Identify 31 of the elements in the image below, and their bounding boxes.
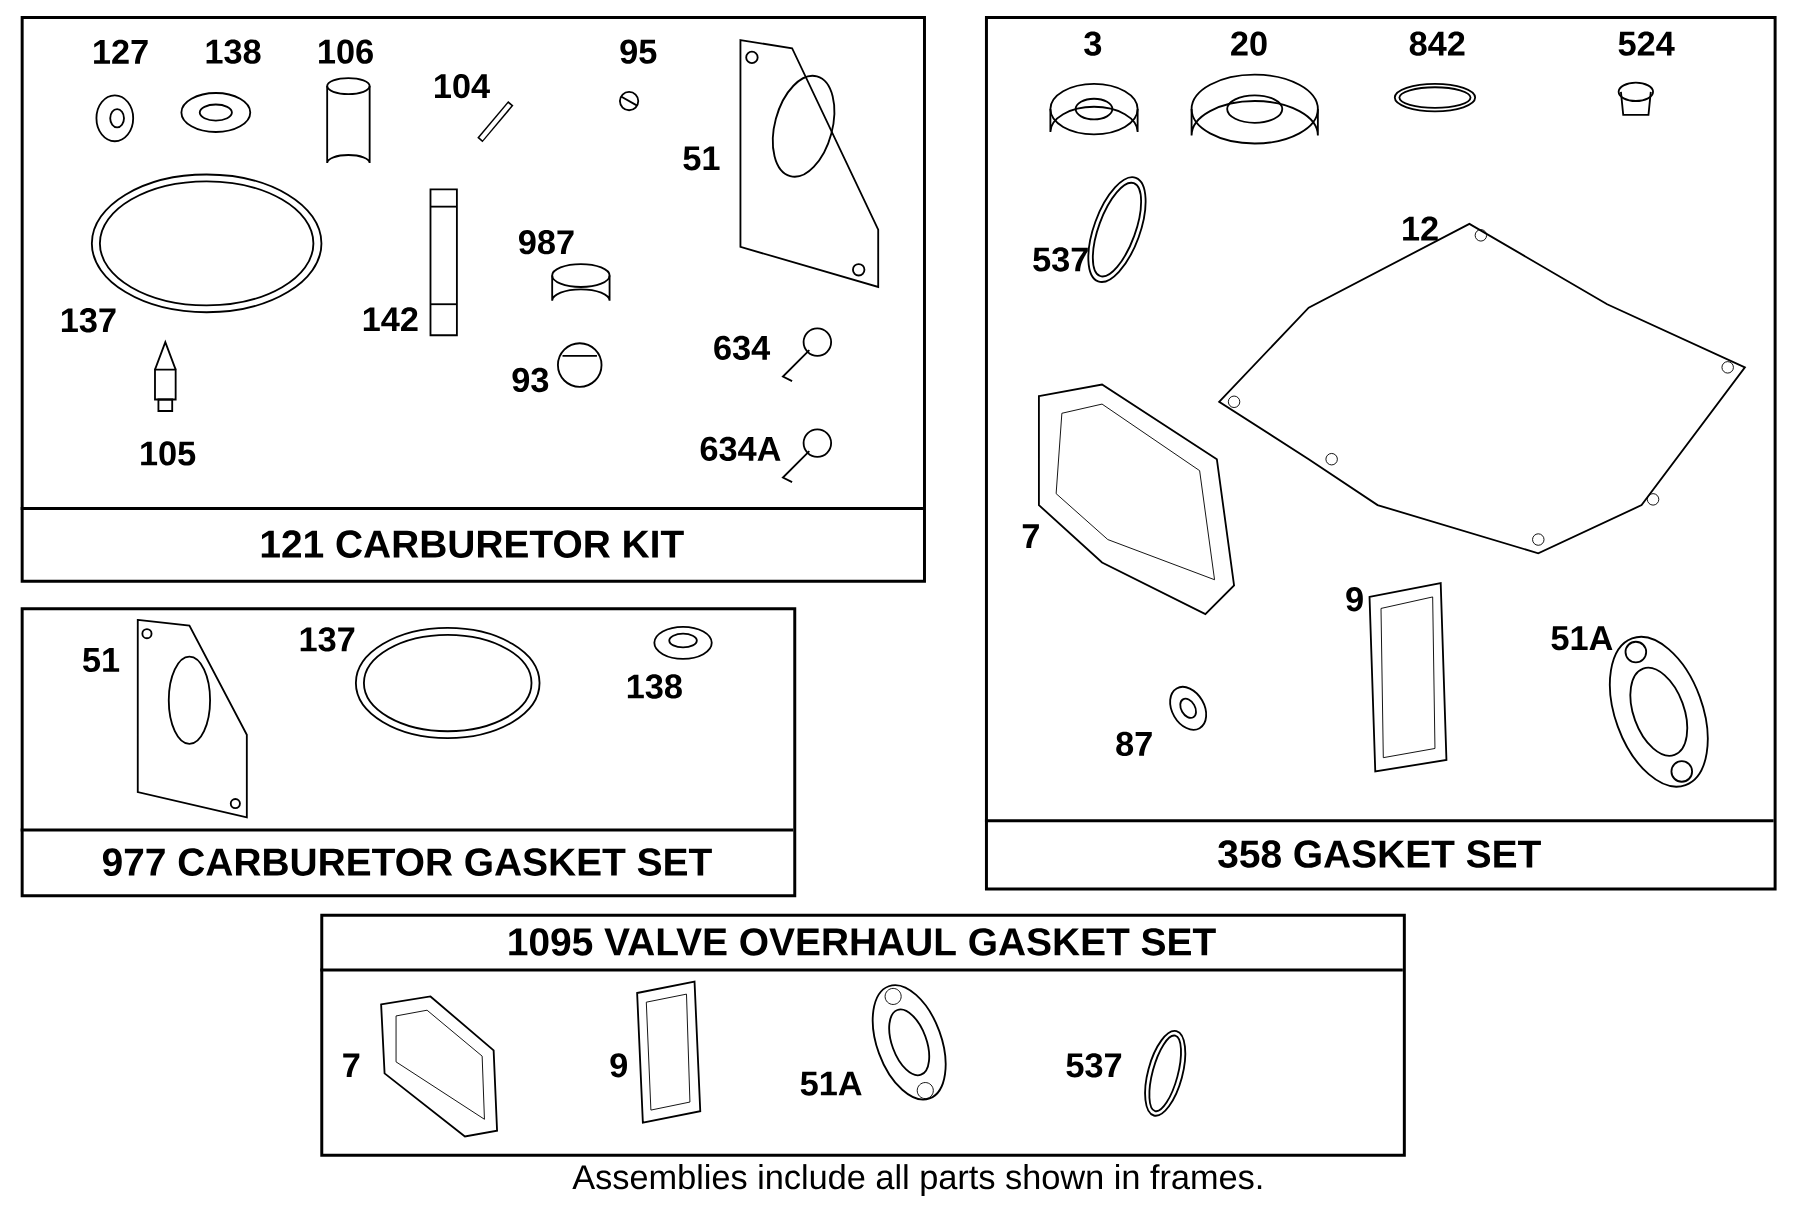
callout-number: 12 [1403,216,1438,241]
callout-number: 987 [519,230,574,255]
callout-number: 106 [319,39,373,64]
callout-number: 93 [512,367,549,393]
callout-number: 87 [1116,731,1152,757]
callout-number: 127 [94,39,148,64]
callout-number: 137 [300,627,355,652]
callout-number: 138 [627,674,682,699]
callout-number: 7 [1022,524,1039,548]
callout-number: 7 [343,1053,360,1078]
callout-number: 634 [714,335,771,361]
callout-number: 20 [1231,31,1267,56]
callout-number: 142 [363,307,418,332]
callout-number: 842 [1409,31,1465,56]
callout-number: 137 [61,308,116,333]
callout-number: 138 [206,39,261,64]
callout-number: 105 [141,441,196,466]
callout-number: 524 [1618,31,1675,56]
callout-number: 537 [1066,1053,1122,1078]
callout-number: 51A [800,1071,862,1096]
callout-number: 95 [620,39,657,64]
callout-number: 51 [83,648,120,673]
callout-number: 537 [1033,247,1088,272]
callout-number: 51 [683,146,720,171]
callout-number: 9 [1346,587,1363,612]
callout-number: 3 [1084,31,1102,56]
callout-number: 51A [1551,626,1613,651]
callout-number: 104 [435,74,490,99]
callout-number: 634A [700,436,781,462]
callout-number: 9 [610,1053,627,1078]
caption: Assemblies include all parts shown in frames. [572,1164,1262,1197]
